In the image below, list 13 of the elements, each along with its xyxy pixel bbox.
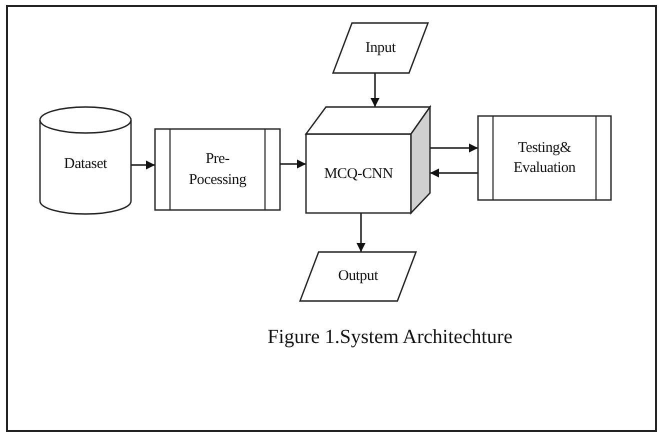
node-label: Testing& Evaluation	[512, 138, 576, 178]
arrow	[131, 160, 155, 170]
arrow	[430, 168, 478, 178]
arrow	[430, 144, 478, 152]
node-label: Input	[365, 38, 396, 58]
node-label: Output	[338, 267, 378, 286]
arrow	[280, 160, 306, 168]
node-label: MCQ-CNN	[324, 164, 393, 184]
node-label: Pre- Pocessing	[188, 150, 248, 190]
arrow	[370, 73, 380, 107]
figure-caption: Figure 1.System Architechture	[266, 326, 514, 349]
arrow	[356, 213, 366, 252]
node-label: Dataset	[64, 155, 107, 174]
